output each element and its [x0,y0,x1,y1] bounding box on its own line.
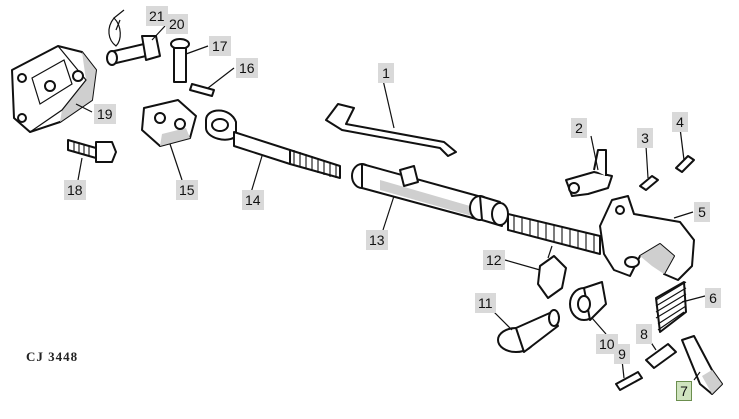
part-20-pin [106,35,161,66]
callout-16: 16 [236,58,258,78]
callout-17: 17 [209,36,231,56]
part-15-clevis [141,99,197,147]
part-14-eye-rod [205,109,341,179]
callout-13: 13 [366,230,388,250]
callout-20: 20 [166,14,188,34]
callout-14: 14 [242,190,264,210]
part-10-bushing [569,281,607,321]
part-7-lever [681,335,723,395]
part-5-hook [599,195,695,281]
part-12-linch-clip [537,245,567,299]
callout-18: 18 [64,180,86,200]
leader-lines [75,19,706,381]
part-3-pin [639,175,659,191]
callout-10: 10 [596,334,618,354]
figure-code: CJ 3448 [26,349,79,364]
part-4-pin [675,155,695,173]
part-16-small-pin [189,83,215,97]
callout-6: 6 [705,288,721,308]
callout-11: 11 [475,293,496,313]
part-2-latch [565,149,613,197]
callout-8: 8 [636,324,652,344]
callout-3: 3 [637,128,653,148]
callout-19: 19 [94,104,116,124]
part-17-pin [170,38,190,83]
callout-15: 15 [176,180,198,200]
callout-5: 5 [694,202,710,222]
part-8-pin [645,343,677,369]
callout-7: 7 [676,381,692,401]
part-1-handle-rod [325,103,457,157]
part-11-clevis-pin [497,309,560,353]
callout-9: 9 [614,344,630,364]
part-6-spring [655,281,687,333]
callout-4: 4 [672,112,688,132]
callout-1: 1 [378,63,394,83]
callout-12: 12 [483,250,505,270]
part-18-bolt [67,139,117,163]
part-19-bracket [11,45,97,133]
part-21-clip [108,9,125,47]
callout-21: 21 [146,6,168,26]
part-13-turnbuckle [351,163,509,227]
callout-2: 2 [571,118,587,138]
threaded-section [507,213,601,255]
part-9-small-pin [615,371,643,391]
